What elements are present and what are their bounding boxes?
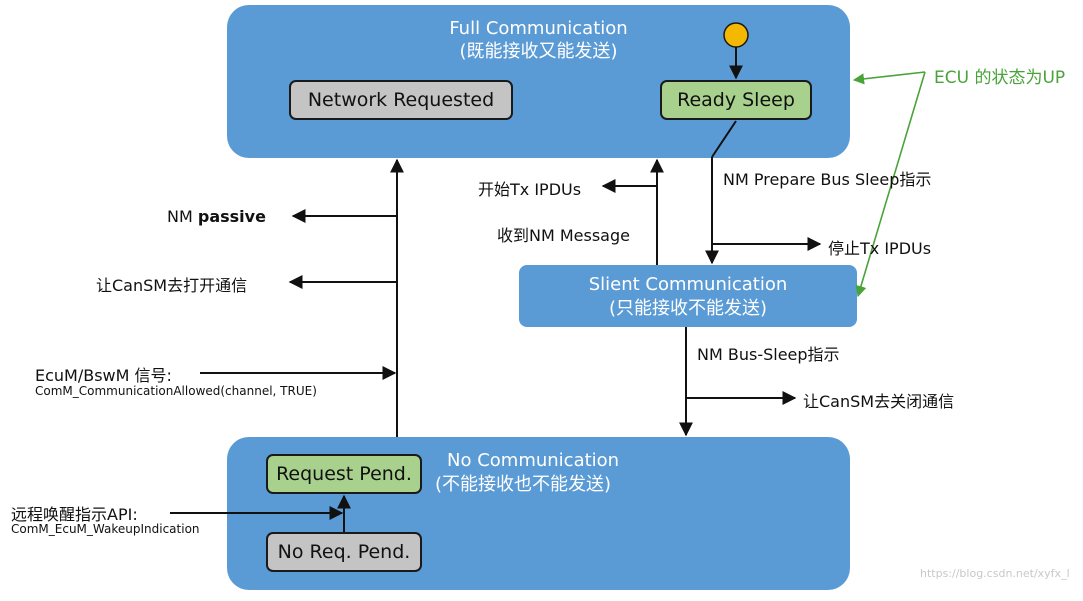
nm-message-label: 收到NM Message [497,226,630,245]
ecum-bswm-label: EcuM/BswM 信号: [35,366,172,385]
watermark: https://blog.csdn.net/xyfx_l [920,567,1070,580]
no-communication-title: No Communication [447,450,620,471]
substate-request-pend: Request Pend. [266,454,422,494]
nm-passive-prefix: NM [167,207,198,226]
nm-prepare-label: NM Prepare Bus Sleep指示 [723,170,932,189]
substate-no-req-pend: No Req. Pend. [266,532,422,572]
full-communication-title: Full Communication [449,18,628,39]
state-silent-communication: Slient Communication (只能接收不能发送) [519,265,857,327]
ecu-up-arrow-to-silent [855,71,926,298]
cansm-open-label: 让CanSM去打开通信 [96,276,248,295]
nm-passive-label: NM passive [167,207,266,226]
substate-network-requested: Network Requested [289,80,513,120]
substate-ready-sleep: Ready Sleep [660,80,812,120]
ready-sleep-exit-line [711,120,737,158]
start-tx-label: 开始Tx IPDUs [478,180,582,199]
ecu-up-arrow-to-full [852,71,926,85]
nm-bus-sleep-label: NM Bus-Sleep指示 [697,345,840,364]
no-communication-subtitle: (不能接收也不能发送) [435,474,612,495]
full-communication-subtitle: (既能接收又能发送) [459,41,618,62]
ecu-up-annotation: ECU 的状态为UP [934,68,1066,88]
comm-allowed-label: ComM_CommunicationAllowed(channel, TRUE) [35,384,317,398]
cansm-close-label: 让CanSM去关闭通信 [803,392,955,411]
remote-wakeup-label: 远程唤醒指示API: [11,505,138,524]
initial-state-dot [723,22,749,48]
wakeup-indication-label: ComM_EcuM_WakeupIndication [11,522,200,536]
silent-communication-subtitle: (只能接收不能发送) [608,298,768,319]
nm-passive-keyword: passive [197,207,266,226]
silent-communication-title: Slient Communication [588,274,788,295]
stop-tx-label: 停止Tx IPDUs [828,239,932,258]
